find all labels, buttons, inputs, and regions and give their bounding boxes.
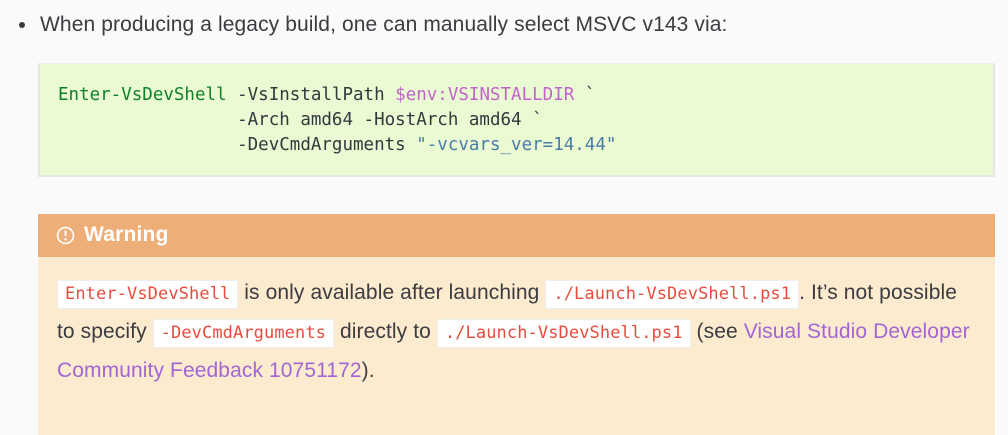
bullet-list: When producing a legacy build, one can m… — [0, 0, 1008, 40]
admonition-text-fragment: ). — [361, 359, 375, 382]
admonition-title-bar: Warning — [38, 214, 995, 257]
code-token-parameter: -Arch amd64 -HostArch amd64 ` — [58, 110, 543, 130]
code-block-content: Enter-VsDevShell -VsInstallPath $env:VSI… — [40, 64, 993, 158]
admonition-title-text: Warning — [84, 223, 169, 246]
admonition-text-fragment: directly to — [334, 320, 437, 343]
code-block: Enter-VsDevShell -VsInstallPath $env:VSI… — [38, 63, 995, 177]
feedback-link[interactable]: Visual Studio Developer Community Feedba… — [57, 320, 970, 382]
code-token-string: "-vcvars_ver=14.44" — [416, 135, 617, 155]
warning-admonition: Warning Enter-VsDevShell is only availab… — [38, 214, 995, 435]
exclamation-circle-icon — [56, 226, 75, 244]
code-token-command: Enter-VsDevShell — [58, 85, 227, 105]
code-token-parameter: -VsInstallPath — [226, 85, 396, 105]
admonition-text-fragment: . It’s not possible to specify — [57, 281, 958, 343]
inline-code: -DevCmdArguments — [152, 319, 335, 348]
list-item: When producing a legacy build, one can m… — [0, 0, 1008, 40]
code-token-parameter: -DevCmdArguments — [58, 135, 417, 155]
admonition-text-fragment: is only available after launching — [238, 281, 546, 304]
admonition-text-fragment: (see — [690, 320, 744, 343]
inline-code: Enter-VsDevShell — [57, 280, 239, 309]
admonition-body: Enter-VsDevShell is only available after… — [38, 257, 995, 435]
bullet-item-text: When producing a legacy build, one can m… — [40, 13, 728, 36]
code-token-variable: $env:VSINSTALLDIR — [395, 85, 575, 105]
inline-code: ./Launch-VsDevShell.ps1 — [436, 319, 691, 348]
code-token-continuation: ` — [574, 85, 596, 105]
inline-code: ./Launch-VsDevShell.ps1 — [545, 280, 800, 309]
